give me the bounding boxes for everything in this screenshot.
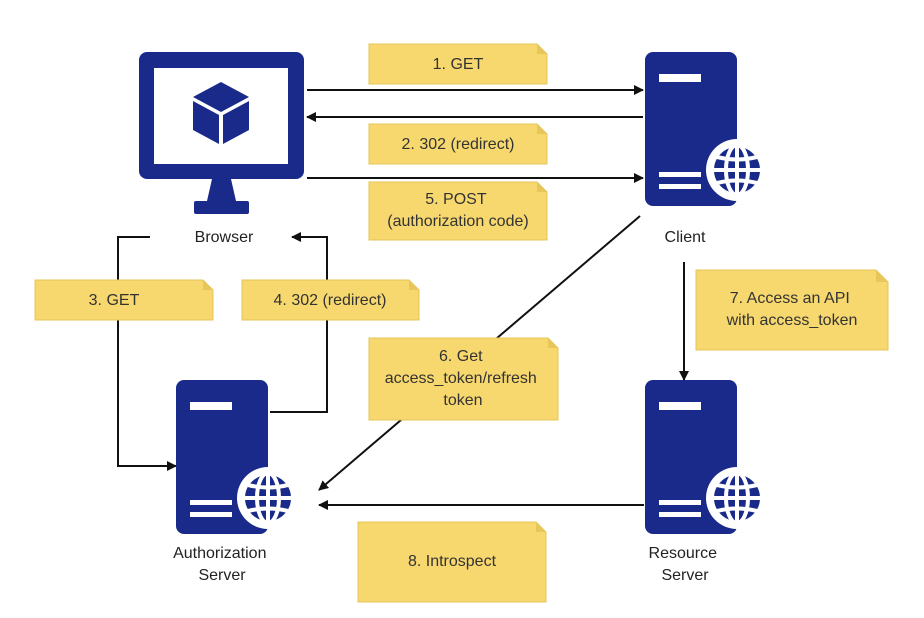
step-7-note: 7. Access an API with access_token [695, 269, 889, 351]
step-5-line1: 5. POST [425, 191, 487, 208]
step-5-note: 5. POST (authorization code) [368, 181, 548, 241]
client-node: Client [645, 52, 770, 246]
step-3-text: 3. GET [89, 292, 140, 309]
step-8-note: 8. Introspect [357, 521, 547, 603]
step-2-note: 2. 302 (redirect) [368, 123, 548, 165]
arrow-4-redirect [270, 232, 328, 413]
step-6-line3: token [443, 392, 482, 409]
arrow-3-get [117, 236, 177, 471]
authorization-server-label: Authorization Server [173, 545, 271, 584]
server-globe-icon [645, 52, 770, 206]
server-globe-icon [645, 380, 770, 534]
step-6-line2: access_token/refresh [385, 370, 537, 387]
step-4-note: 4. 302 (redirect) [241, 279, 420, 321]
step-5-line2: (authorization code) [387, 213, 528, 230]
step-7-text: 7. Access an API with access_token [726, 290, 858, 329]
step-3-note: 3. GET [34, 279, 214, 321]
step-4-text: 4. 302 (redirect) [274, 292, 387, 309]
monitor-cube-icon [139, 52, 304, 214]
resource-server-label-line1: Resource [649, 545, 718, 562]
step-7-line2: with access_token [726, 312, 858, 329]
authorization-server-node: Authorization Server [173, 380, 301, 584]
browser-label: Browser [195, 229, 254, 246]
resource-server-label: Resource Server [649, 545, 722, 584]
step-1-text: 1. GET [433, 56, 484, 73]
authorization-server-label-line1: Authorization [173, 545, 266, 562]
resource-server-node: Resource Server [645, 380, 770, 584]
server-globe-icon [176, 380, 301, 534]
step-2-text: 2. 302 (redirect) [402, 136, 515, 153]
browser-node: Browser [139, 52, 304, 246]
step-1-note: 1. GET [368, 43, 548, 85]
step-6-note: 6. Get access_token/refresh token [368, 337, 559, 421]
step-6-text: 6. Get access_token/refresh token [385, 348, 542, 409]
authorization-server-label-line2: Server [198, 567, 246, 584]
step-5-text: 5. POST (authorization code) [387, 191, 528, 230]
resource-server-label-line2: Server [661, 567, 709, 584]
step-8-text: 8. Introspect [408, 553, 497, 570]
step-7-line1: 7. Access an API [730, 290, 850, 307]
step-6-line1: 6. Get [439, 348, 483, 365]
client-label: Client [665, 229, 706, 246]
